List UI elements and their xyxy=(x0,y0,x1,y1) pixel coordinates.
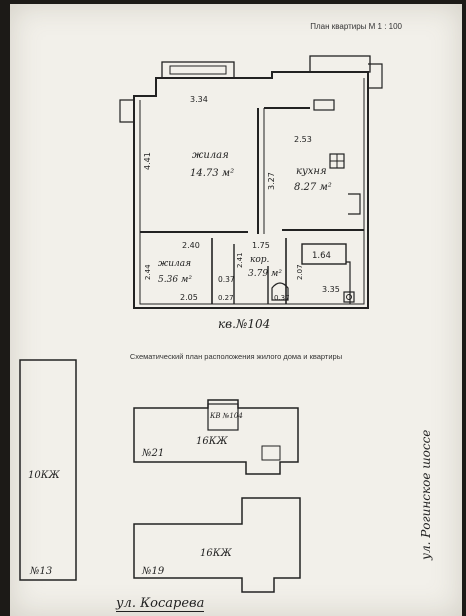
area-bath-lower: 3.35 xyxy=(322,285,340,294)
building-number-3: №19 xyxy=(141,566,165,577)
room-area-living-1: 14.73 м² xyxy=(190,168,234,179)
room-name-living-1: жилая xyxy=(192,150,229,161)
area-wc: 0.37 xyxy=(274,294,290,302)
site-plan-caption: Схематический план расположения жилого д… xyxy=(129,352,343,361)
building-label-3: 16КЖ xyxy=(200,548,232,559)
dim-room2-bottom: 2.05 xyxy=(180,293,198,302)
bath-label: 1.64 xyxy=(312,251,331,261)
plan-title: План квартиры М 1 : 100 xyxy=(310,22,402,31)
area-closet-2: 0.27 xyxy=(218,294,234,302)
dim-corridor-side: 2.41 xyxy=(236,252,244,268)
dim-kitchen-width: 2.53 xyxy=(294,135,312,144)
street-right: ул. Рогинское шоссе xyxy=(419,430,433,561)
dim-left: 4.41 xyxy=(143,152,152,170)
building-label-1: 10КЖ xyxy=(28,470,60,481)
area-closet-1: 0.37 xyxy=(218,275,235,284)
street-bottom: ул. Косарева xyxy=(116,596,205,612)
dim-room2-height: 2.44 xyxy=(144,264,152,280)
dim-top: 3.34 xyxy=(190,95,208,104)
flat-marker: КВ №104 xyxy=(209,412,243,420)
dim-bath-side: 2.07 xyxy=(296,264,304,280)
dim-kitchen-height: 3.27 xyxy=(267,172,276,190)
room-area-kitchen: 8.27 м² xyxy=(294,182,332,193)
room-name-kitchen: кухня xyxy=(296,166,327,177)
room-name-living-2: жилая xyxy=(158,259,191,269)
dim-room2-width: 2.40 xyxy=(182,241,200,250)
dim-corridor: 1.75 xyxy=(252,241,270,250)
room-area-living-2: 5.36 м² xyxy=(158,275,192,285)
building-label-2: 16КЖ xyxy=(196,436,228,447)
document-sheet: План квартиры М 1 : 100 xyxy=(10,4,462,616)
room-area-corridor: 3.79 м² xyxy=(248,269,282,279)
room-name-corridor: кор. xyxy=(250,255,270,265)
building-number-1: №13 xyxy=(29,566,52,577)
drawing: жилая 14.73 м² кухня 8.27 м² жилая 5.36 … xyxy=(19,55,433,593)
apartment-label: кв.№104 xyxy=(218,317,270,331)
building-number-2: №21 xyxy=(141,448,164,459)
